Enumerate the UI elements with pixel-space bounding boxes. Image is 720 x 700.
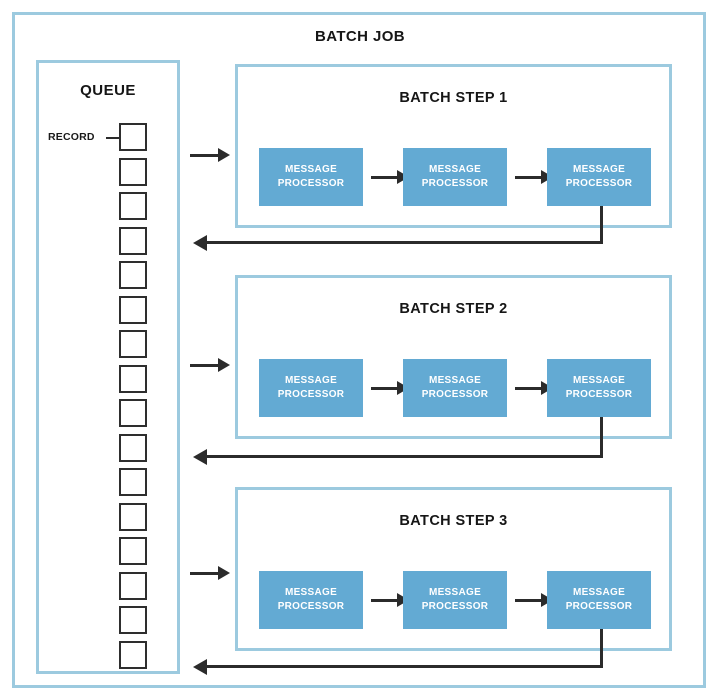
- message-processor-label-line1: MESSAGE: [428, 375, 482, 386]
- queue-record-cell[interactable]: [119, 330, 147, 358]
- queue-title: QUEUE: [80, 82, 136, 99]
- arrow-head-left-icon-3: [193, 659, 207, 675]
- message-processor-label-line2: PROCESSOR: [421, 178, 489, 189]
- message-processor-2-2[interactable]: MESSAGE PROCESSOR: [403, 359, 507, 417]
- batch-job-container: [12, 12, 706, 688]
- queue-to-step-arrow-2: [190, 358, 232, 372]
- message-processor-label-line1: MESSAGE: [284, 375, 338, 386]
- return-path-vertical-2: [600, 417, 603, 455]
- arrow-head-right-icon: [218, 358, 230, 372]
- message-processor-3-2[interactable]: MESSAGE PROCESSOR: [403, 571, 507, 629]
- queue-record-cell[interactable]: [119, 364, 147, 393]
- arrow-shaft: [190, 364, 218, 367]
- arrow-shaft: [515, 387, 541, 390]
- batch-step-container-1: [235, 64, 672, 228]
- return-path-horizontal-3: [207, 665, 603, 668]
- message-processor-label-line2: PROCESSOR: [277, 601, 345, 612]
- return-path-horizontal-1: [207, 241, 603, 244]
- message-processor-2-3[interactable]: MESSAGE PROCESSOR: [547, 359, 651, 417]
- record-label: RECORD: [48, 131, 95, 143]
- message-processor-label-line1: MESSAGE: [572, 375, 626, 386]
- queue-record-cell[interactable]: [119, 192, 147, 220]
- arrow-shaft: [190, 572, 218, 575]
- arrow-head-left-icon-2: [193, 449, 207, 465]
- queue-record-cell[interactable]: [119, 399, 147, 427]
- arrow-head-right-icon: [218, 566, 230, 580]
- batch-step-title-2: BATCH STEP 2: [399, 301, 508, 317]
- message-processor-label-line1: MESSAGE: [572, 587, 626, 598]
- queue-to-step-arrow-3: [190, 566, 232, 580]
- batch-step-container-3: [235, 487, 672, 651]
- message-processor-2-1[interactable]: MESSAGE PROCESSOR: [259, 359, 363, 417]
- message-processor-label-line2: PROCESSOR: [565, 178, 633, 189]
- queue-record-cell[interactable]: [119, 157, 147, 186]
- arrow-shaft: [515, 599, 541, 602]
- arrow-head-left-icon-1: [193, 235, 207, 251]
- queue-record-cell[interactable]: [119, 606, 147, 634]
- queue-record-cell[interactable]: [119, 433, 147, 462]
- arrow-shaft: [515, 176, 541, 179]
- arrow-head-right-icon: [218, 148, 230, 162]
- message-processor-label-line2: PROCESSOR: [565, 389, 633, 400]
- message-processor-label-line2: PROCESSOR: [421, 601, 489, 612]
- message-processor-3-3[interactable]: MESSAGE PROCESSOR: [547, 571, 651, 629]
- message-processor-1-1[interactable]: MESSAGE PROCESSOR: [259, 148, 363, 206]
- message-processor-label-line1: MESSAGE: [284, 587, 338, 598]
- queue-record-cell[interactable]: [119, 571, 147, 600]
- message-processor-label-line1: MESSAGE: [428, 587, 482, 598]
- arrow-shaft: [190, 154, 218, 157]
- queue-record-cell[interactable]: [119, 502, 147, 531]
- queue-record-cell[interactable]: [119, 640, 147, 669]
- message-processor-label-line1: MESSAGE: [284, 164, 338, 175]
- message-processor-label-line2: PROCESSOR: [421, 389, 489, 400]
- queue-container: [36, 60, 180, 674]
- record-leader-line: [106, 137, 119, 139]
- batch-step-title-3: BATCH STEP 3: [399, 513, 508, 529]
- arrow-shaft: [371, 387, 397, 390]
- batch-job-title: BATCH JOB: [315, 28, 405, 45]
- queue-record-cell[interactable]: [119, 226, 147, 255]
- return-path-horizontal-2: [207, 455, 603, 458]
- message-processor-label-line2: PROCESSOR: [277, 178, 345, 189]
- queue-record-cell[interactable]: [119, 123, 147, 151]
- arrow-shaft: [371, 176, 397, 179]
- queue-record-cell[interactable]: [119, 468, 147, 496]
- message-processor-label-line1: MESSAGE: [572, 164, 626, 175]
- batch-step-title-1: BATCH STEP 1: [399, 90, 508, 106]
- message-processor-label-line2: PROCESSOR: [565, 601, 633, 612]
- message-processor-1-2[interactable]: MESSAGE PROCESSOR: [403, 148, 507, 206]
- queue-record-cell[interactable]: [119, 261, 147, 289]
- return-path-vertical-3: [600, 629, 603, 665]
- return-path-vertical-1: [600, 206, 603, 241]
- queue-record-cell[interactable]: [119, 295, 147, 324]
- message-processor-label-line2: PROCESSOR: [277, 389, 345, 400]
- message-processor-label-line1: MESSAGE: [428, 164, 482, 175]
- arrow-shaft: [371, 599, 397, 602]
- queue-to-step-arrow-1: [190, 148, 232, 162]
- message-processor-3-1[interactable]: MESSAGE PROCESSOR: [259, 571, 363, 629]
- message-processor-1-3[interactable]: MESSAGE PROCESSOR: [547, 148, 651, 206]
- queue-record-cell[interactable]: [119, 537, 147, 565]
- batch-step-container-2: [235, 275, 672, 439]
